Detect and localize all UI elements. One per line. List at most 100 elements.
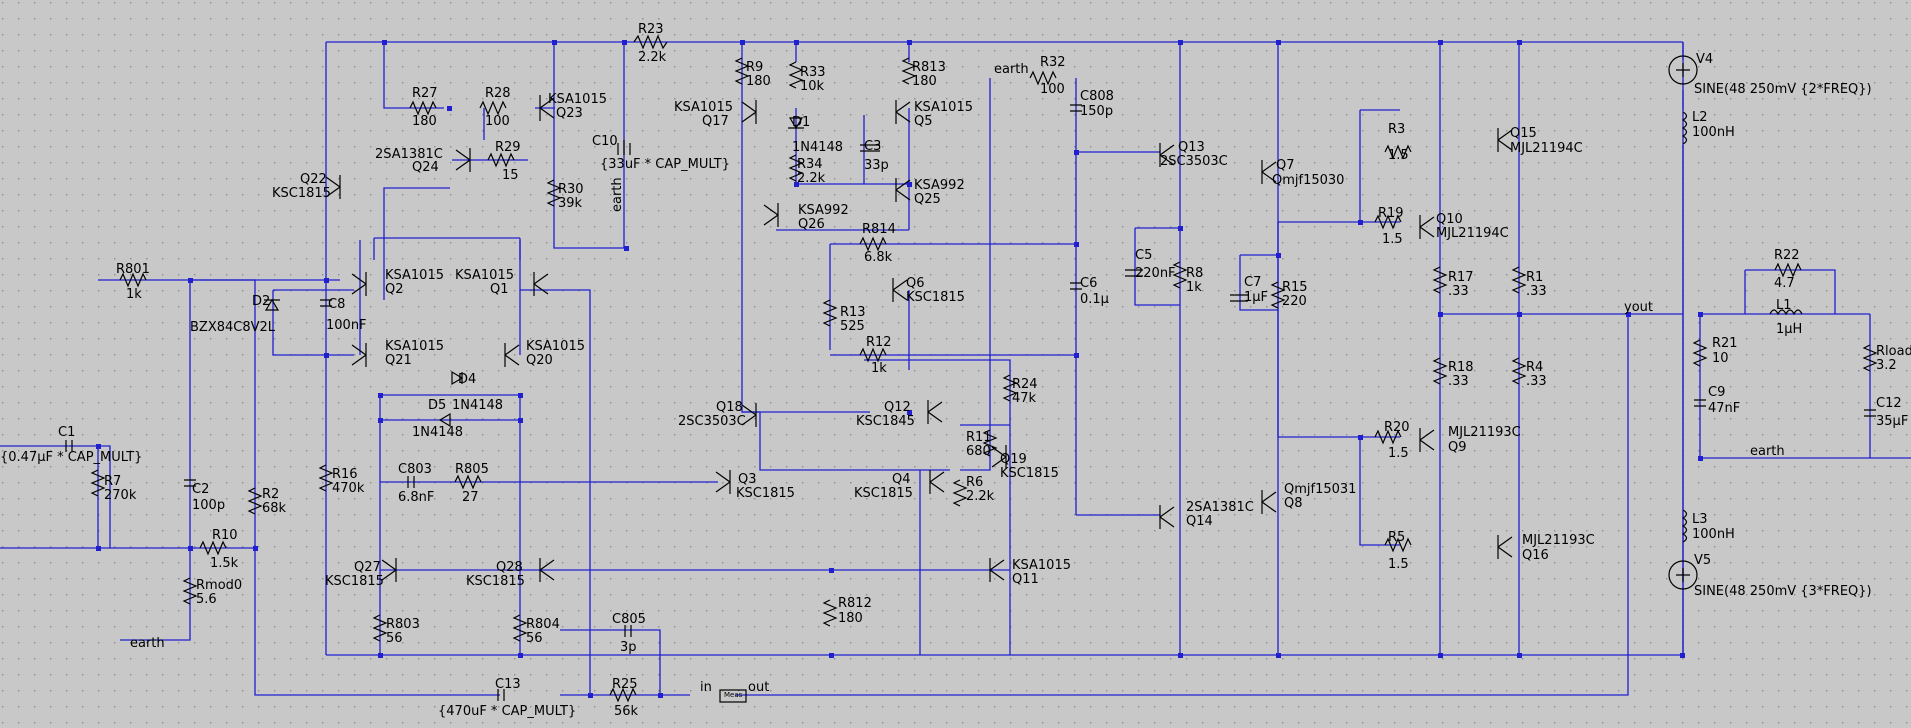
transistor-Q16 — [1497, 535, 1513, 559]
source-V5 — [1668, 560, 1698, 590]
resistor-R23 — [633, 34, 668, 50]
label-R7-val: 270k — [104, 488, 137, 503]
label-Q5-part: KSA1015 — [914, 100, 973, 115]
resistor-Rload — [1862, 344, 1878, 372]
label-C7-ref: C7 — [1244, 275, 1262, 290]
resistor-R30 — [546, 179, 562, 207]
label-C8-ref: C8 — [328, 297, 346, 312]
label-Q25-ref: Q25 — [914, 192, 941, 207]
transistor-Q22 — [325, 175, 341, 199]
label-D5-ref: D5 — [428, 398, 447, 413]
resistor-R5 — [1384, 537, 1412, 553]
resistor-R25 — [609, 687, 637, 703]
label-R803-ref: R803 — [386, 617, 420, 632]
transistor-Q11 — [989, 558, 1005, 582]
label-D4-part: 1N4148 — [452, 398, 504, 413]
capacitor-C8 — [320, 299, 332, 307]
label-R4-val: .33 — [1526, 374, 1547, 389]
inductor-L3 — [1681, 509, 1688, 543]
label-C12-ref: C12 — [1876, 396, 1902, 411]
label-Q24-ref: Q24 — [412, 160, 439, 175]
label-R19-ref: R19 — [1378, 206, 1404, 221]
label-Rmod0-ref: Rmod0 — [196, 578, 243, 593]
label-L3-ref: L3 — [1692, 512, 1708, 527]
label-D2-ref: D2 — [252, 294, 271, 309]
label-R2-ref: R2 — [262, 487, 280, 502]
label-R23-val: 2.2k — [638, 50, 667, 65]
label-R812-ref: R812 — [838, 596, 872, 611]
label-C3-ref: C3 — [864, 139, 882, 154]
resistor-R10 — [199, 540, 227, 556]
label-C805-ref: C805 — [612, 612, 646, 627]
transistor-Q14 — [1159, 505, 1175, 529]
transistor-Q2 — [351, 272, 367, 296]
resistor-R32 — [1029, 70, 1057, 86]
label-D5-part: 1N4148 — [412, 425, 464, 440]
capacitor-C10 — [617, 140, 631, 155]
resistor-R803 — [372, 614, 388, 642]
label-D1-part: 1N4148 — [792, 140, 844, 155]
label-Q19-part: KSC1815 — [1000, 466, 1059, 481]
label-Q22-ref: Q22 — [300, 172, 327, 187]
label-R17-val: .33 — [1448, 284, 1469, 299]
label-L3-val: 100nH — [1692, 527, 1735, 542]
label-C808-val: 150p — [1080, 104, 1114, 119]
label-R2-val: 68k — [262, 501, 287, 516]
label-R813-val: 180 — [912, 74, 937, 89]
label-Q13-part: 2SC3503C — [1160, 154, 1228, 169]
transistor-Q10 — [1419, 215, 1435, 239]
label-V4-val: SINE(48 250mV {2*FREQ}) — [1694, 82, 1872, 97]
resistor-R-mod0 — [182, 577, 198, 605]
label-Rload-ref: Rload — [1876, 344, 1911, 359]
label-R18-ref: R18 — [1448, 360, 1474, 375]
label-R29-ref: R29 — [495, 140, 521, 155]
label-R23-ref: R23 — [638, 22, 664, 37]
label-Q5-ref: Q5 — [914, 114, 933, 129]
label-Q9-part: MJL21193C — [1448, 425, 1521, 440]
label-R19-val: 1.5 — [1382, 232, 1403, 247]
resistor-R3 — [1384, 144, 1412, 160]
label-R814-ref: R814 — [862, 222, 896, 237]
label-R16-ref: R16 — [332, 467, 358, 482]
label-R33-val: 10k — [800, 79, 825, 94]
diode-D1 — [788, 117, 804, 130]
label-R11-ref: R11 — [966, 430, 992, 445]
label-C805-val: 3p — [620, 640, 637, 655]
label-Q12-part: KSC1845 — [856, 414, 915, 429]
label-R16-val: 470k — [332, 481, 365, 496]
label-Q11-ref: Q11 — [1012, 572, 1039, 587]
transistor-Q5 — [895, 100, 911, 124]
resistor-R8 — [1172, 261, 1188, 289]
label-R22-val: 4.7 — [1774, 276, 1795, 291]
label-C2-val: 100p — [192, 498, 226, 513]
capacitor-C808 — [1070, 104, 1082, 112]
label-Q1-part: KSA1015 — [455, 268, 514, 283]
label-R33-ref: R33 — [800, 65, 826, 80]
label-R20-ref: R20 — [1384, 420, 1410, 435]
label-R814-val: 6.8k — [864, 250, 893, 265]
diode-D4 — [451, 370, 464, 386]
resistor-R805 — [454, 474, 482, 490]
label-C13-ref: C13 — [495, 677, 521, 692]
label-Q23-part: KSA1015 — [548, 92, 607, 107]
transistor-Q17 — [741, 100, 757, 124]
label-V5-ref: V5 — [1694, 553, 1712, 568]
label-Q8-part: Qmjf15031 — [1284, 482, 1357, 497]
label-R15-ref: R15 — [1282, 280, 1308, 295]
label-R13-val: 525 — [840, 319, 865, 334]
label-D4-ref: D4 — [458, 372, 477, 387]
resistor-R28 — [479, 100, 507, 116]
transistor-Q9 — [1419, 428, 1435, 452]
resistor-R6 — [952, 479, 968, 507]
label-Q21-ref: Q21 — [385, 353, 412, 368]
resistor-R11 — [982, 429, 998, 457]
label-C10-ref: C10 — [592, 134, 618, 149]
label-Q28-ref: Q28 — [496, 560, 523, 575]
inductor-L1 — [1769, 309, 1803, 316]
diode-D2 — [264, 298, 280, 311]
label-R34-val: 2.2k — [797, 171, 826, 186]
transistor-Q19 — [991, 445, 1007, 469]
label-R805-ref: R805 — [455, 462, 489, 477]
